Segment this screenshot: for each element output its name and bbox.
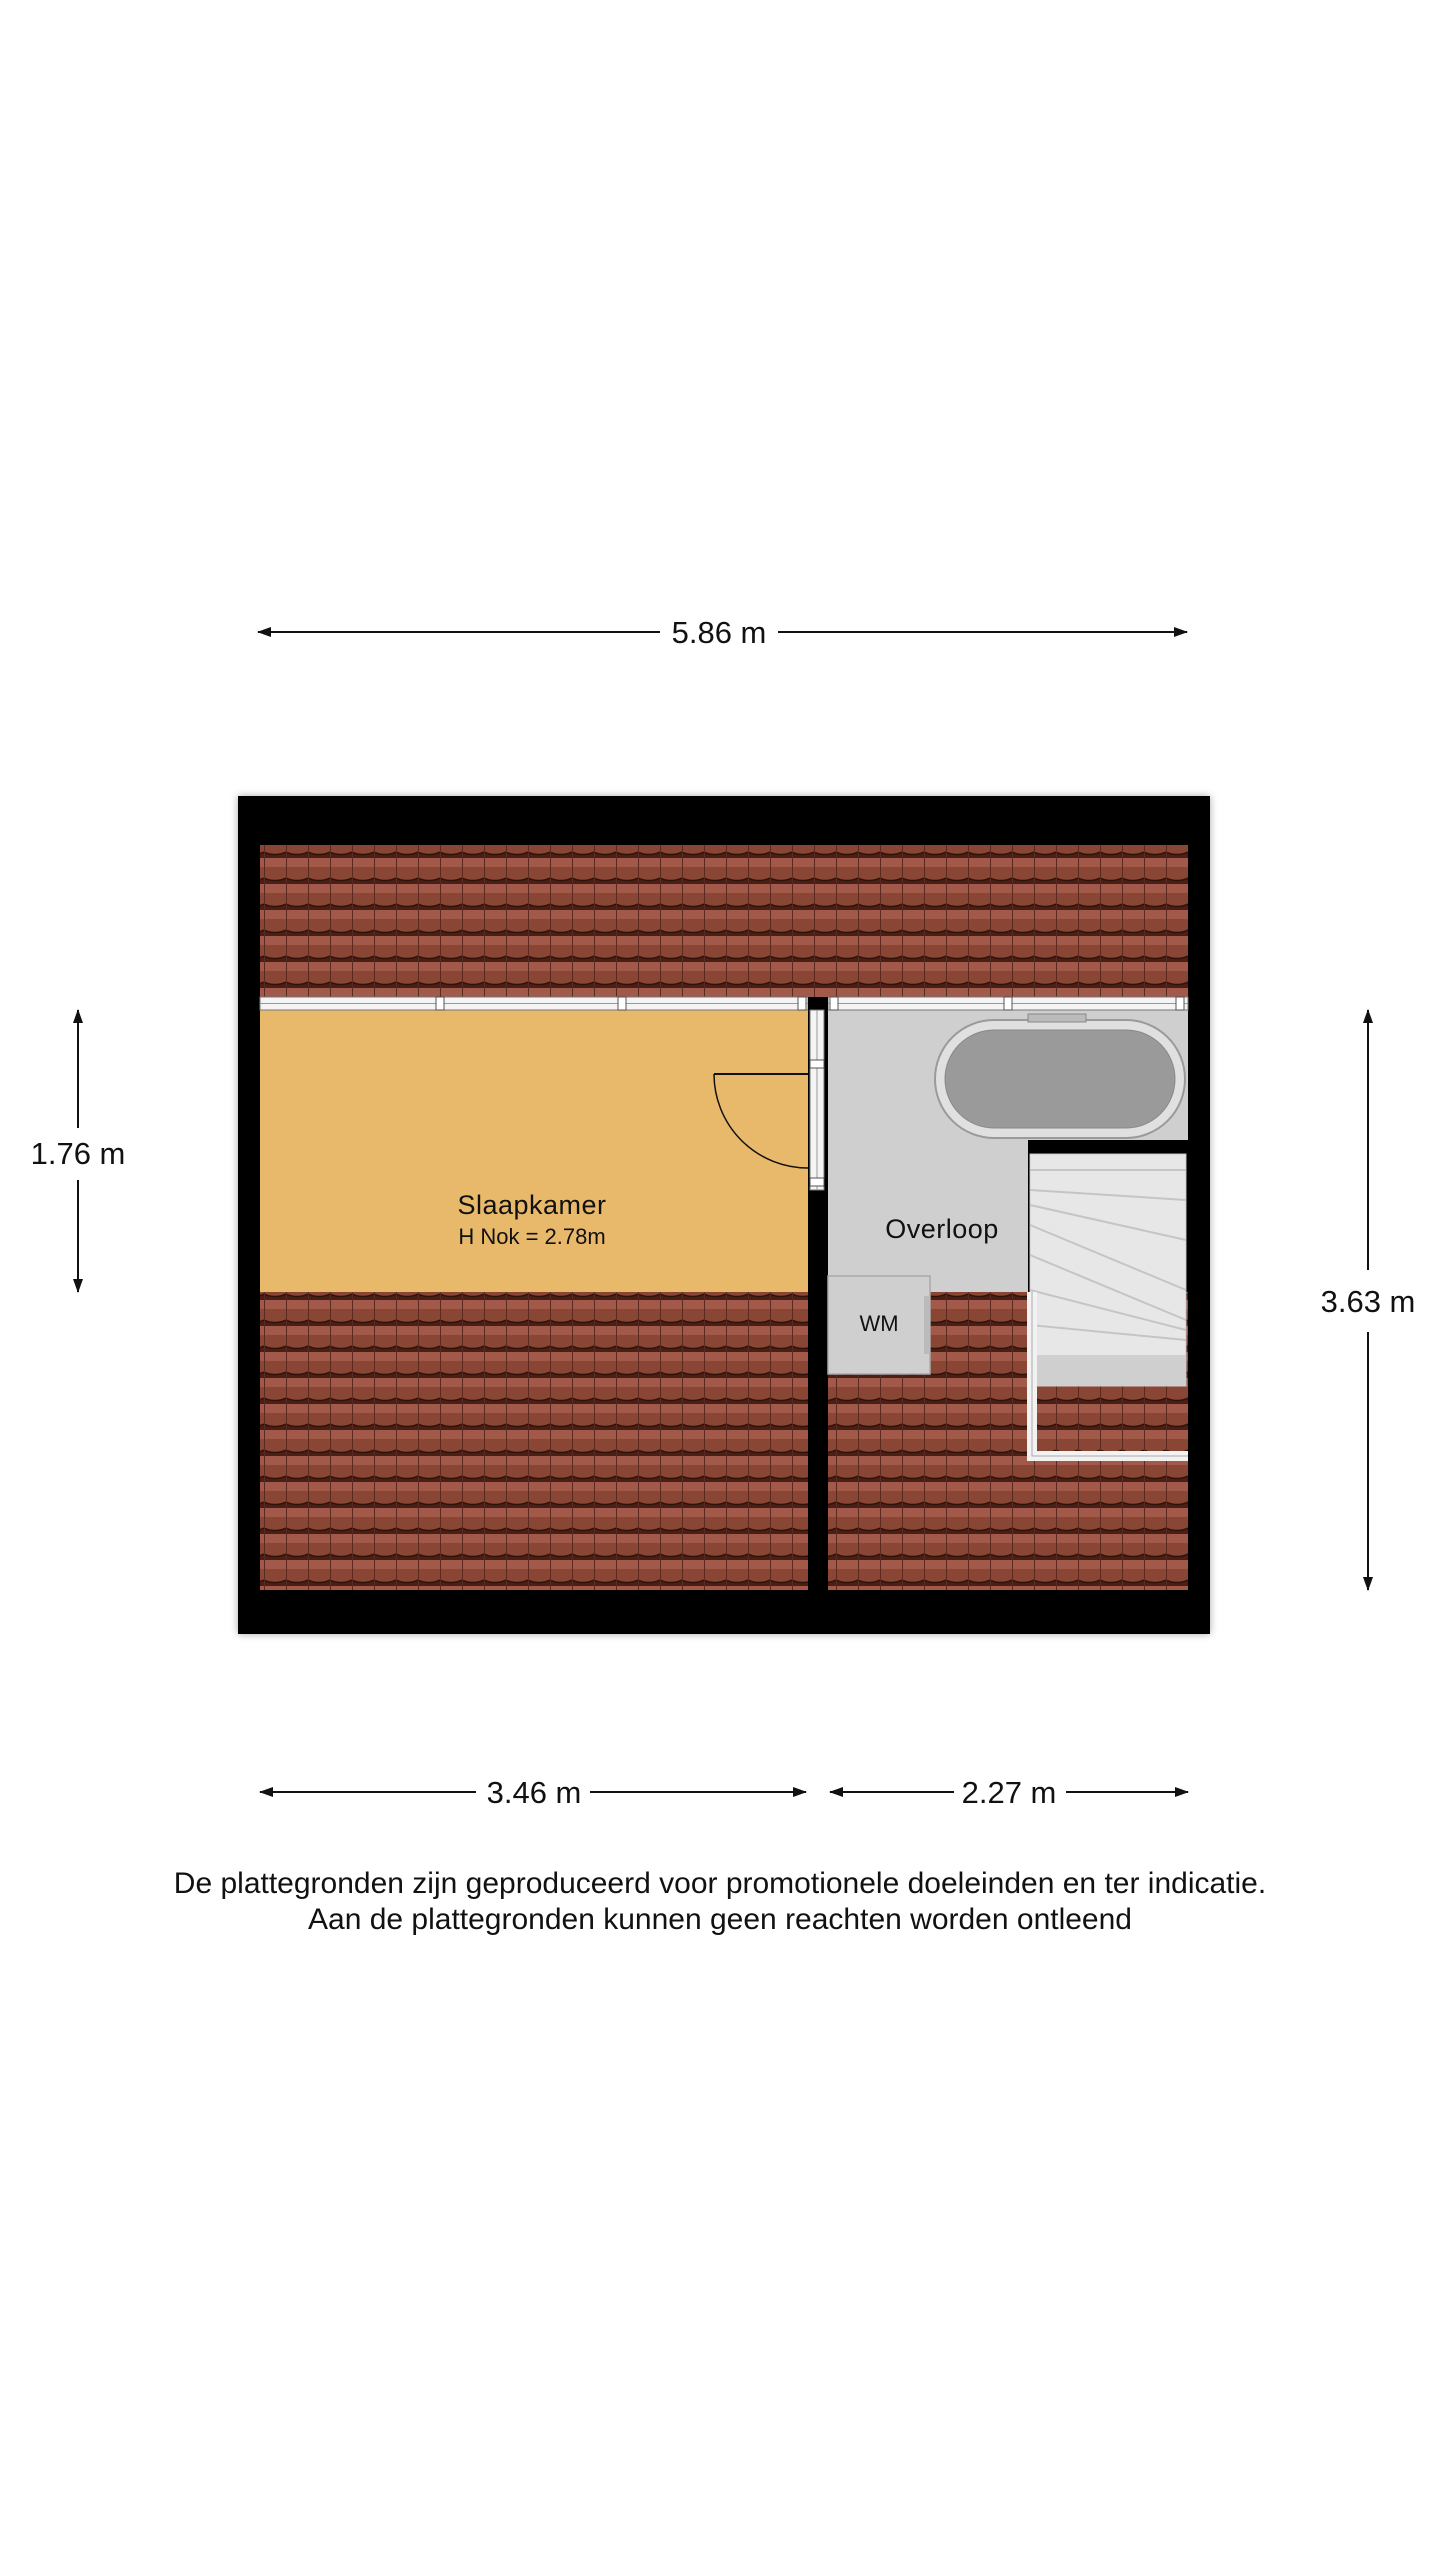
dimension-bottom-left: 3.46 m <box>259 1775 807 1810</box>
dimension-label: 1.76 m <box>31 1136 126 1171</box>
dimension-label: 3.46 m <box>487 1775 582 1810</box>
dimension-right-height: 3.63 m <box>1321 1009 1416 1591</box>
stair-wall <box>1028 1140 1188 1154</box>
door-swing <box>713 1073 809 1169</box>
dimension-overall-width: 5.86 m <box>257 615 1188 650</box>
room-overloop-label: Overloop <box>885 1214 999 1244</box>
bathtub <box>934 1013 1186 1139</box>
room-slaapkamer-floor <box>260 1010 808 1292</box>
disclaimer-line-1: De plattegronden zijn geproduceerd voor … <box>173 1867 1267 1900</box>
disclaimer: De plattegronden zijn geproduceerd voor … <box>0 1866 1440 1938</box>
partition-wall <box>808 1190 828 1590</box>
dimension-bottom-right: 2.27 m <box>829 1775 1189 1810</box>
dimension-label: 5.86 m <box>672 615 767 650</box>
roof-bottom-left <box>260 1292 808 1590</box>
washing-machine: WM <box>827 1275 931 1375</box>
room-slaapkamer-height: H Nok = 2.78m <box>458 1224 605 1249</box>
dimension-left-height: 1.76 m <box>31 1009 126 1293</box>
dimension-label: 3.63 m <box>1321 1284 1416 1319</box>
roof-top <box>260 845 1188 997</box>
wm-label: WM <box>859 1311 898 1336</box>
building: WM Slaapkamer H Nok = 2.78m Overloop <box>238 796 1210 1634</box>
dimension-label: 2.27 m <box>962 1775 1057 1810</box>
room-slaapkamer-label: Slaapkamer <box>457 1190 606 1220</box>
disclaimer-line-2: Aan de plattegronden kunnen geen reachte… <box>308 1903 1132 1936</box>
door-frame <box>809 1009 825 1191</box>
staircase <box>1027 1153 1188 1461</box>
window-strip <box>259 996 1189 1011</box>
